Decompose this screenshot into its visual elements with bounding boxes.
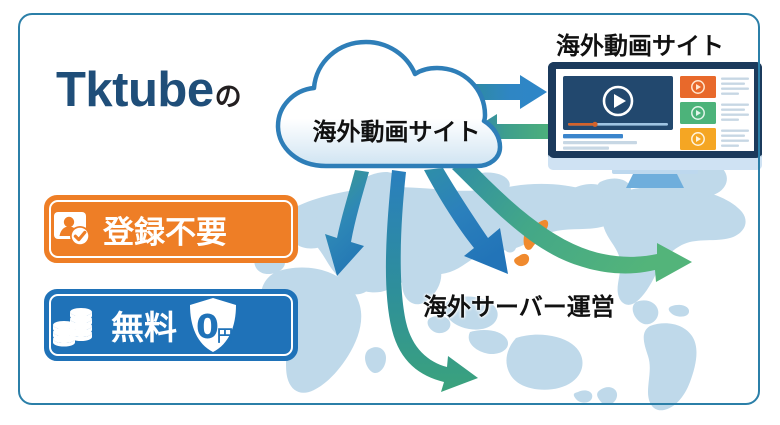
cloud-label: 海外動画サイト <box>312 118 481 146</box>
badge-free-of-charge[interactable]: 無料 0 円 <box>49 294 293 356</box>
thumbnail-orange <box>680 76 749 98</box>
cloud-to-europe-arrow <box>325 170 369 276</box>
cloud-shape <box>275 39 503 169</box>
cloud-to-africa-arrow <box>385 170 478 392</box>
user-check-icon <box>51 209 95 249</box>
shield-currency: 円 <box>217 326 234 345</box>
cloud-to-monitor-arrow <box>455 75 547 109</box>
japan-to-america-arrow <box>452 160 692 282</box>
thumbnail-yellow <box>680 128 749 150</box>
badge-free-label: 無料 <box>111 308 177 347</box>
monitor-illustration <box>548 62 762 188</box>
server-label: 海外サーバー運営 <box>423 293 615 321</box>
badge-registration-label: 登録不要 <box>103 214 227 251</box>
brand-suffix: の <box>214 82 242 112</box>
brand-name: Tktube <box>56 63 214 117</box>
cloud-to-japan-arrow <box>424 168 508 274</box>
coins-icon <box>51 303 101 347</box>
badge-registration-not-required[interactable]: 登録不要 <box>49 200 293 258</box>
monitor-title: 海外動画サイト <box>556 32 724 60</box>
thumbnail-green <box>680 102 749 124</box>
page-title: Tktubeの <box>56 63 242 117</box>
shield-amount: 0 <box>196 307 219 346</box>
shield-icon: 0 円 <box>187 296 239 354</box>
